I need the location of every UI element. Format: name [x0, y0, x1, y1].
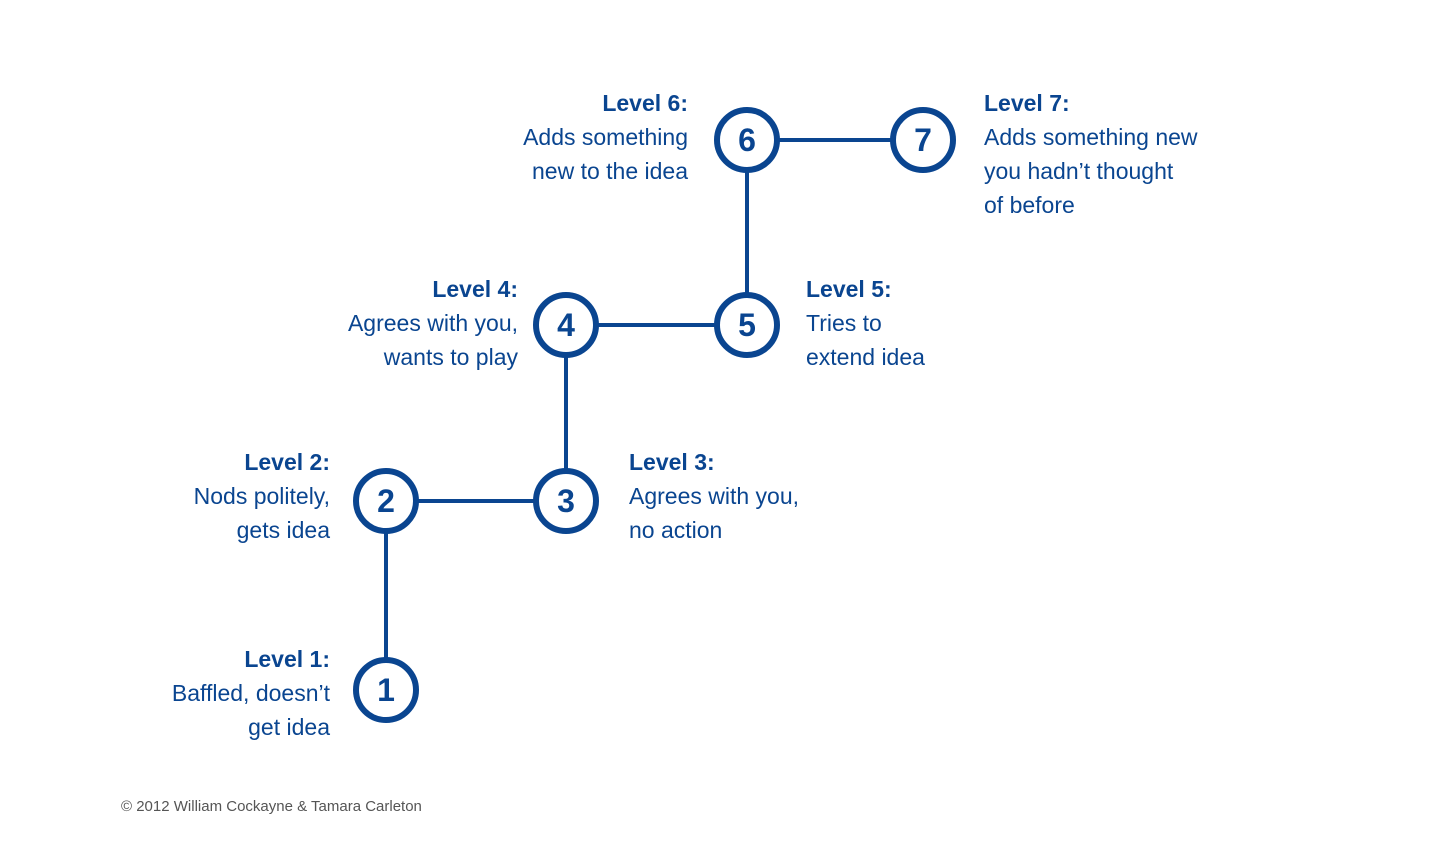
- level-7-line-1: Adds something new: [984, 124, 1198, 150]
- level-2-label: Level 2: Nods politely, gets idea: [30, 445, 330, 547]
- level-6-title: Level 6:: [602, 90, 688, 116]
- level-node-1: 1: [353, 657, 419, 723]
- level-5-title: Level 5:: [806, 276, 892, 302]
- level-6-label: Level 6: Adds something new to the idea: [388, 86, 688, 188]
- level-node-number: 6: [738, 122, 756, 158]
- level-2-line-1: Nods politely,: [193, 483, 330, 509]
- level-1-label: Level 1: Baffled, doesn’t get idea: [30, 642, 330, 744]
- level-3-line-2: no action: [629, 517, 723, 543]
- level-5-line-2: extend idea: [806, 344, 925, 370]
- level-node-6: 6: [714, 107, 780, 173]
- level-2-title: Level 2:: [244, 449, 330, 475]
- level-6-line-2: new to the idea: [531, 158, 688, 184]
- level-node-number: 1: [377, 672, 395, 708]
- level-node-number: 4: [557, 307, 575, 343]
- level-4-line-2: wants to play: [383, 344, 518, 370]
- level-node-number: 5: [738, 307, 756, 343]
- level-node-5: 5: [714, 292, 780, 358]
- level-7-label: Level 7: Adds something new you hadn’t t…: [984, 86, 1284, 222]
- level-4-label: Level 4: Agrees with you, wants to play: [218, 272, 518, 374]
- level-node-number: 3: [557, 483, 575, 519]
- level-7-line-2: you hadn’t thought: [984, 158, 1174, 184]
- level-6-line-1: Adds something: [523, 124, 688, 150]
- level-node-number: 7: [914, 122, 932, 158]
- level-node-number: 2: [377, 483, 395, 519]
- level-3-line-1: Agrees with you,: [629, 483, 800, 509]
- level-3-label: Level 3: Agrees with you, no action: [629, 445, 929, 547]
- level-4-title: Level 4:: [432, 276, 518, 302]
- level-7-line-3: of before: [984, 192, 1075, 218]
- level-node-3: 3: [533, 468, 599, 534]
- level-5-label: Level 5: Tries to extend idea: [806, 272, 1106, 374]
- level-1-title: Level 1:: [244, 646, 330, 672]
- level-4-line-1: Agrees with you,: [347, 310, 518, 336]
- copyright-notice: © 2012 William Cockayne & Tamara Carleto…: [121, 798, 422, 815]
- level-node-2: 2: [353, 468, 419, 534]
- level-node-4: 4: [533, 292, 599, 358]
- level-2-line-2: gets idea: [236, 517, 330, 543]
- level-node-7: 7: [890, 107, 956, 173]
- level-5-line-1: Tries to: [806, 310, 882, 336]
- level-1-line-2: get idea: [248, 714, 330, 740]
- level-1-line-1: Baffled, doesn’t: [171, 680, 330, 706]
- level-7-title: Level 7:: [984, 90, 1070, 116]
- level-3-title: Level 3:: [629, 449, 715, 475]
